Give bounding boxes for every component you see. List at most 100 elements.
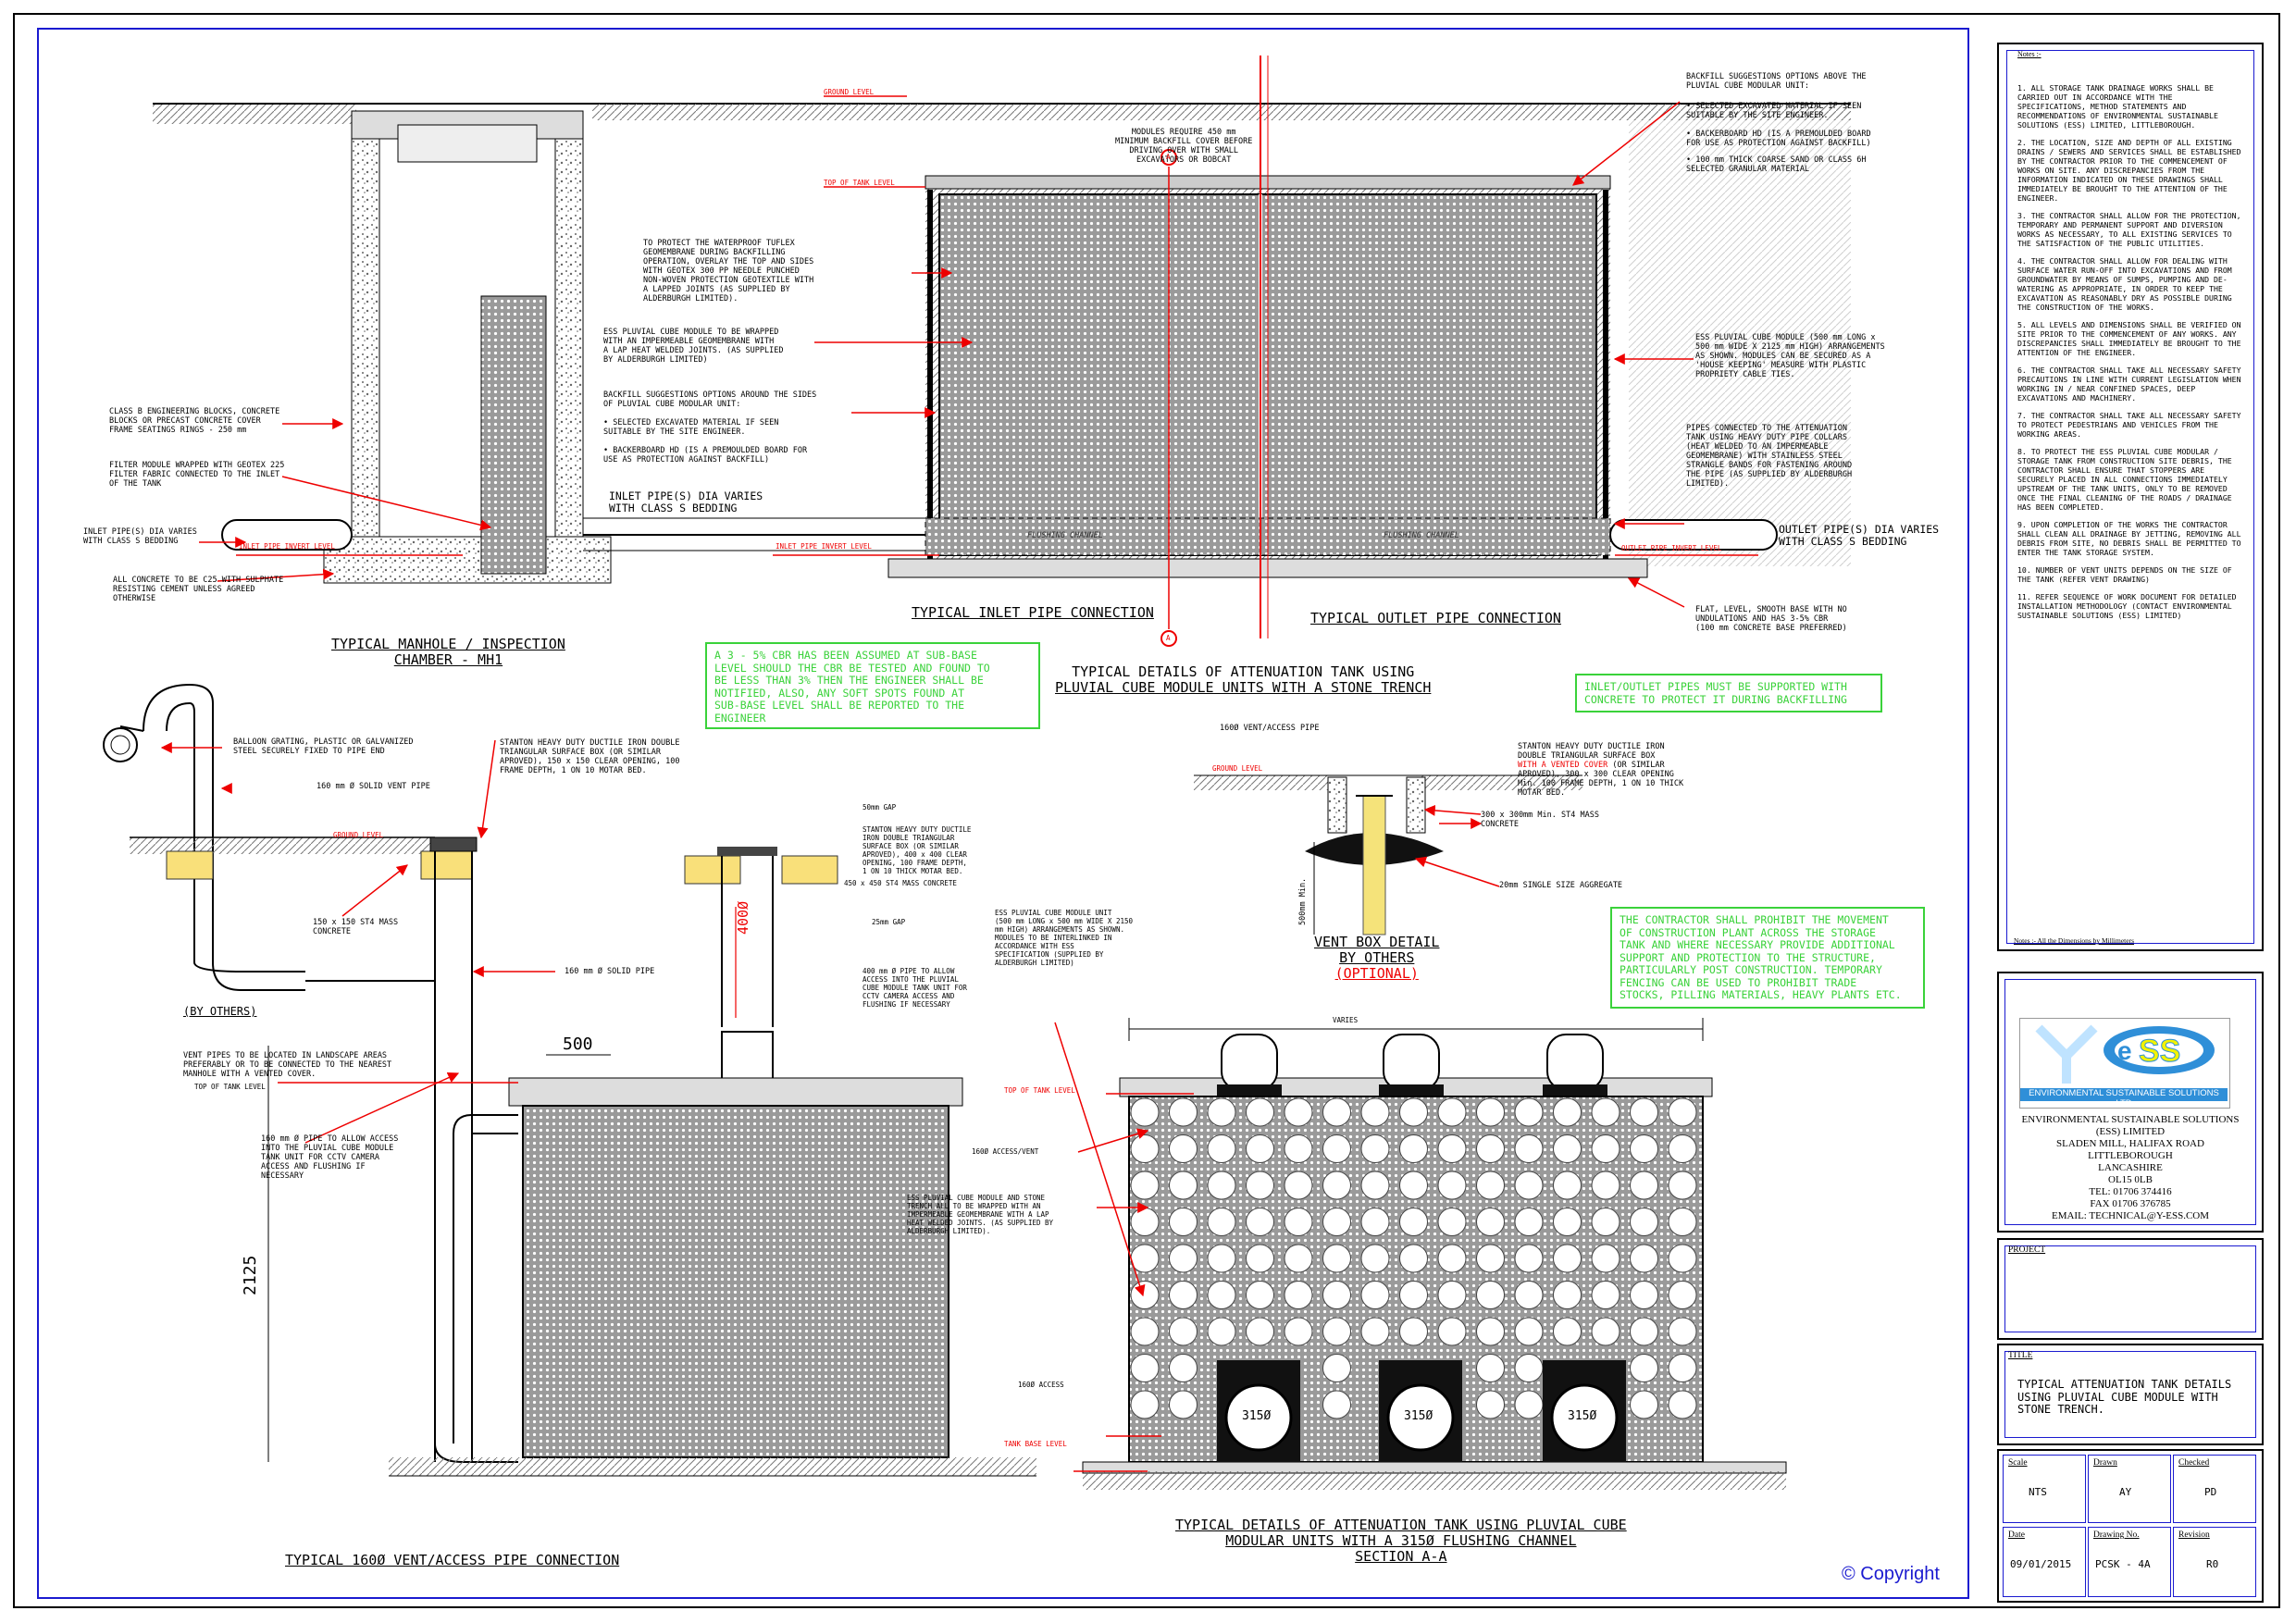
module-hole: [1630, 1354, 1658, 1382]
module-hole: [1169, 1208, 1198, 1236]
module-hole: [1437, 1244, 1467, 1273]
revision-cell: [2173, 1527, 2256, 1597]
module-hole: [1553, 1244, 1582, 1273]
module-hole: [1246, 1317, 1274, 1346]
revision-value: R0: [2206, 1558, 2219, 1570]
notes-panel: [1997, 43, 2264, 951]
module-hole: [1207, 1171, 1236, 1200]
pipe-400-access-note: 400 mm Ø PIPE TO ALLOW ACCESS INTO THE P…: [863, 967, 967, 1009]
module-hole: [1553, 1171, 1582, 1200]
date-cell: [2003, 1527, 2086, 1597]
module-hole: [1399, 1208, 1428, 1236]
module-hole: [1360, 1244, 1390, 1273]
module-hole: [1322, 1354, 1351, 1382]
pipes-connected-note: PIPES CONNECTED TO THE ATTENUATION TANK …: [1686, 424, 1853, 489]
module-hole: [1169, 1390, 1198, 1419]
notes-title: Notes :-: [2017, 50, 2042, 58]
module-hole: [1437, 1171, 1467, 1200]
gap-25-note: 25mm GAP: [872, 918, 906, 926]
copyright-label: © Copyright: [1842, 1564, 1940, 1584]
checked-value: PD: [2204, 1486, 2217, 1498]
module-hole: [1514, 1208, 1544, 1236]
module-hole: [1130, 1097, 1160, 1127]
module-hole: [1246, 1097, 1274, 1127]
module-hole: [1399, 1171, 1428, 1200]
note-item: 7. THE CONTRACTOR SHALL TAKE ALL NECESSA…: [2017, 411, 2241, 439]
title-label: TITLE: [2008, 1351, 2033, 1360]
module-hole: [1399, 1097, 1428, 1127]
module-hole: [1399, 1244, 1428, 1273]
module-hole: [1169, 1171, 1198, 1200]
tank-base-level-label: TANK BASE LEVEL: [1004, 1440, 1067, 1448]
module-hole: [1246, 1281, 1274, 1309]
module-hole: [1399, 1317, 1428, 1346]
drawn-value: AY: [2119, 1486, 2132, 1498]
inlet-outlet-note-box: INLET/OUTLET PIPES MUST BE SUPPORTED WIT…: [1575, 674, 1882, 712]
module-hole: [1514, 1281, 1544, 1309]
module-hole: [1130, 1390, 1160, 1419]
stanton-box-300-note: STANTON HEAVY DUTY DUCTILE IRON DOUBLE T…: [1518, 742, 1684, 798]
module-hole: [1284, 1208, 1313, 1236]
outer-border: [13, 13, 2280, 1608]
ess-module-size-note: ESS PLUVIAL CUBE MODULE (500 mm LONG x 5…: [1695, 333, 1885, 379]
backfill-sides-option-1: • SELECTED EXCAVATED MATERIAL IF SEEN SU…: [603, 418, 779, 437]
module-hole: [1630, 1317, 1658, 1346]
module-hole: [1591, 1171, 1620, 1200]
module-hole: [1630, 1171, 1658, 1200]
module-hole: [1668, 1390, 1697, 1419]
logo-icon: e SS: [2035, 1024, 2215, 1084]
solid-pipe-160-note: 160 mm Ø SOLID PIPE: [565, 967, 655, 976]
drawing-no-cell: [2088, 1527, 2171, 1597]
ess-wrapped-note: ESS PLUVIAL CUBE MODULE TO BE WRAPPED WI…: [603, 328, 784, 365]
mass-concrete-150-note: 150 x 150 ST4 MASS CONCRETE: [313, 918, 399, 936]
top-of-tank-left-label: TOP OF TANK LEVEL: [194, 1083, 266, 1091]
flat-base-note: FLAT, LEVEL, SMOOTH BASE WITH NO UNDULAT…: [1695, 605, 1847, 633]
vent-access-pipe-label: 160Ø VENT/ACCESS PIPE: [1220, 724, 1320, 733]
ess-module-unit-note: ESS PLUVIAL CUBE MODULE UNIT (500 mm LON…: [995, 909, 1134, 967]
ground-level-vent-label: GROUND LEVEL: [1212, 764, 1263, 773]
module-hole: [1668, 1281, 1697, 1309]
note-item: 3. THE CONTRACTOR SHALL ALLOW FOR THE PR…: [2017, 211, 2241, 248]
note-item: 4. THE CONTRACTOR SHALL ALLOW FOR DEALIN…: [2017, 256, 2232, 312]
inlet-invert-label-1: INLET PIPE INVERT LEVEL: [239, 542, 335, 551]
module-hole: [1246, 1134, 1274, 1163]
modules-require-note: MODULES REQUIRE 450 mm MINIMUM BACKFILL …: [1115, 128, 1253, 165]
access-160-label: 160Ø ACCESS: [1018, 1381, 1064, 1389]
module-hole: [1630, 1097, 1658, 1127]
top-of-tank-label: TOP OF TANK LEVEL: [824, 179, 895, 187]
stanton-box-150-note: STANTON HEAVY DUTY DUCTILE IRON DOUBLE T…: [500, 738, 680, 775]
attenuation-title: TYPICAL DETAILS OF ATTENUATION TANK USIN…: [1055, 663, 1432, 696]
backfill-sides-option-2: • BACKERBOARD HD (IS A PREMOULDED BOARD …: [603, 446, 808, 465]
module-hole: [1668, 1317, 1697, 1346]
project-box: [1997, 1238, 2264, 1340]
module-hole: [1284, 1134, 1313, 1163]
module-hole: [1630, 1208, 1658, 1236]
contractor-note-box: THE CONTRACTOR SHALL PROHIBIT THE MOVEME…: [1610, 907, 1925, 1009]
module-hole: [1169, 1134, 1198, 1163]
inlet-pipe-center-note: INLET PIPE(S) DIA VARIES WITH CLASS S BE…: [609, 489, 763, 514]
vent-pipe-160-note: 160 mm Ø SOLID VENT PIPE: [316, 782, 430, 791]
pipe-160-cctv-note: 160 mm Ø PIPE TO ALLOW ACCESS INTO THE P…: [261, 1134, 399, 1181]
module-hole: [1591, 1244, 1620, 1273]
checked-cell: [2173, 1455, 2256, 1523]
module-hole: [1399, 1281, 1428, 1309]
scale-cell: [2003, 1455, 2086, 1523]
aggregate-20-note: 20mm SINGLE SIZE AGGREGATE: [1499, 881, 1623, 890]
module-hole: [1668, 1171, 1697, 1200]
inlet-invert-label-2: INLET PIPE INVERT LEVEL: [776, 542, 872, 551]
inlet-pipe-left-note: INLET PIPE(S) DIA VARIES WITH CLASS S BE…: [83, 527, 197, 546]
module-hole: [1169, 1317, 1198, 1346]
note-item: 5. ALL LEVELS AND DIMENSIONS SHALL BE VE…: [2017, 320, 2241, 357]
module-hole: [1399, 1134, 1428, 1163]
module-hole: [1630, 1134, 1658, 1163]
module-hole: [1322, 1390, 1351, 1419]
module-hole: [1360, 1134, 1390, 1163]
mass-concrete-300-note: 300 x 300mm Min. ST4 MASS CONCRETE: [1481, 811, 1599, 829]
module-hole: [1322, 1171, 1351, 1200]
module-hole: [1360, 1208, 1390, 1236]
module-hole: [1437, 1317, 1467, 1346]
module-hole: [1130, 1317, 1160, 1346]
balloon-grating-note: BALLOON GRATING, PLASTIC OR GALVANIZED S…: [233, 737, 414, 756]
note-item: 6. THE CONTRACTOR SHALL TAKE ALL NECESSA…: [2017, 365, 2241, 403]
